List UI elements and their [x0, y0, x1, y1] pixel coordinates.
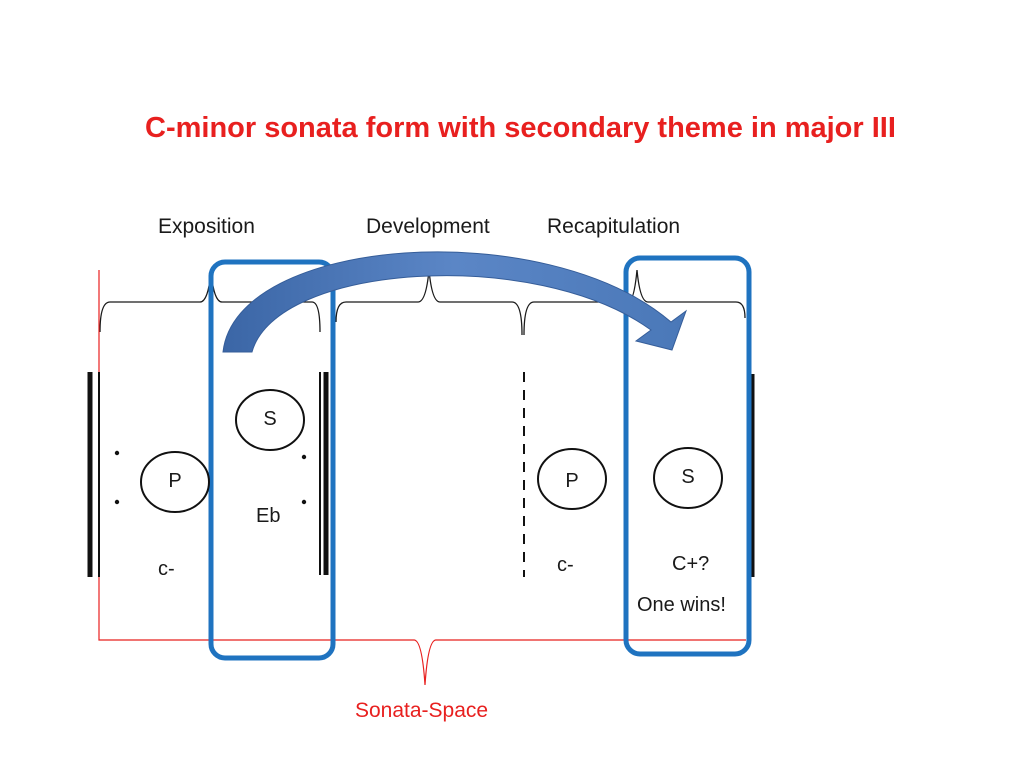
recapitulation-primary-key: c- — [557, 554, 574, 576]
exposition-primary-key: c- — [158, 558, 175, 580]
diagram-title: C-minor sonata form with secondary theme… — [145, 112, 896, 144]
sonata-space-label: Sonata-Space — [355, 699, 489, 722]
recapitulation-secondary-key: C+? — [672, 553, 710, 575]
recapitulation-primary-theme: P — [565, 470, 579, 492]
repeat-dot — [301, 454, 307, 460]
exposition-secondary-key: Eb — [256, 505, 281, 527]
repeat-dot — [114, 450, 120, 456]
exposition-secondary-circle — [235, 389, 305, 451]
repeat-dot — [114, 499, 120, 505]
repeat-dot — [301, 499, 307, 505]
recapitulation-primary-circle — [537, 448, 607, 510]
exposition-label: Exposition — [158, 215, 255, 238]
recapitulation-secondary-highlight — [623, 255, 752, 657]
development-label: Development — [366, 215, 490, 238]
exposition-primary-theme: P — [168, 470, 182, 492]
transfer-arrow — [222, 251, 688, 353]
recapitulation-note: One wins! — [637, 594, 726, 616]
recapitulation-secondary-circle — [653, 447, 723, 509]
recapitulation-label: Recapitulation — [547, 215, 681, 238]
exposition-secondary-theme: S — [263, 408, 277, 430]
recapitulation-secondary-theme: S — [681, 466, 695, 488]
recapitulation-bracket — [523, 269, 746, 336]
exposition-secondary-highlight — [208, 259, 336, 661]
sonata-space-bracket — [98, 270, 746, 686]
exposition-primary-circle — [140, 451, 210, 513]
